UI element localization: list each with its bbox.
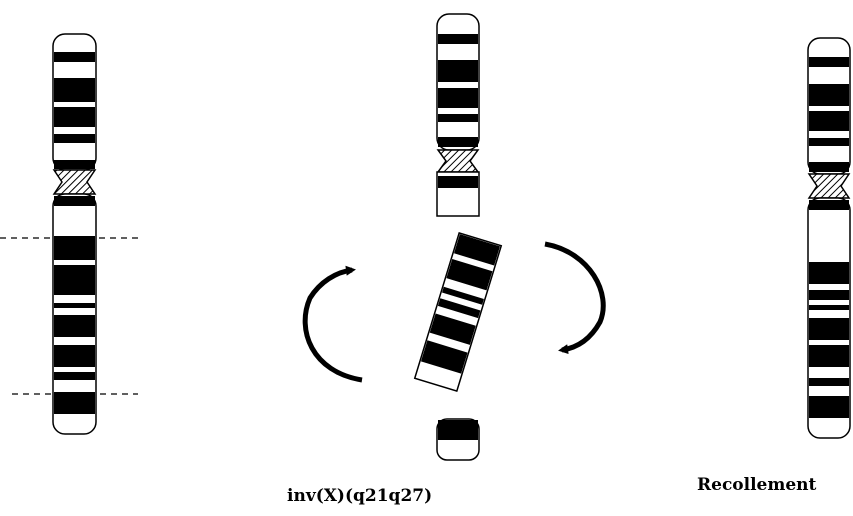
- centromere: [436, 149, 480, 173]
- band: [446, 259, 493, 291]
- broken-chromosome: [413, 13, 503, 461]
- band: [429, 313, 476, 345]
- band: [54, 303, 95, 308]
- centromere: [807, 173, 851, 199]
- band: [809, 396, 849, 418]
- rotation-arrow-left: [302, 265, 363, 383]
- band: [809, 111, 849, 131]
- band: [54, 392, 95, 414]
- band: [438, 60, 478, 82]
- band: [809, 290, 849, 300]
- band: [420, 340, 468, 374]
- band: [54, 265, 95, 295]
- band: [54, 196, 95, 206]
- band: [442, 286, 484, 305]
- band: [438, 34, 478, 44]
- band: [54, 345, 95, 367]
- rotation-arrow-right: [544, 241, 606, 355]
- rearranged-chromosome: [807, 37, 851, 439]
- band: [54, 52, 95, 62]
- band: [809, 345, 849, 367]
- band: [809, 200, 849, 210]
- band: [54, 315, 95, 337]
- band: [54, 134, 95, 143]
- normal-chromosome: [0, 33, 142, 435]
- band: [809, 305, 849, 310]
- band: [54, 372, 95, 380]
- band: [437, 298, 481, 319]
- band: [438, 114, 478, 122]
- band: [809, 318, 849, 340]
- band: [809, 84, 849, 106]
- band: [809, 138, 849, 146]
- band: [453, 234, 501, 266]
- band: [54, 160, 95, 169]
- band: [54, 107, 95, 127]
- band: [809, 378, 849, 386]
- band: [809, 162, 849, 172]
- band: [438, 176, 478, 188]
- band: [438, 88, 478, 108]
- inverted-segment: [413, 231, 503, 393]
- band: [438, 137, 478, 147]
- band: [54, 78, 95, 102]
- recollement-caption: Recollement: [697, 475, 817, 495]
- band: [54, 236, 95, 260]
- centromere: [52, 169, 97, 195]
- band: [809, 262, 849, 284]
- band: [809, 57, 849, 67]
- band: [438, 420, 478, 440]
- inversion-caption: inv(X)(q21q27): [287, 486, 433, 506]
